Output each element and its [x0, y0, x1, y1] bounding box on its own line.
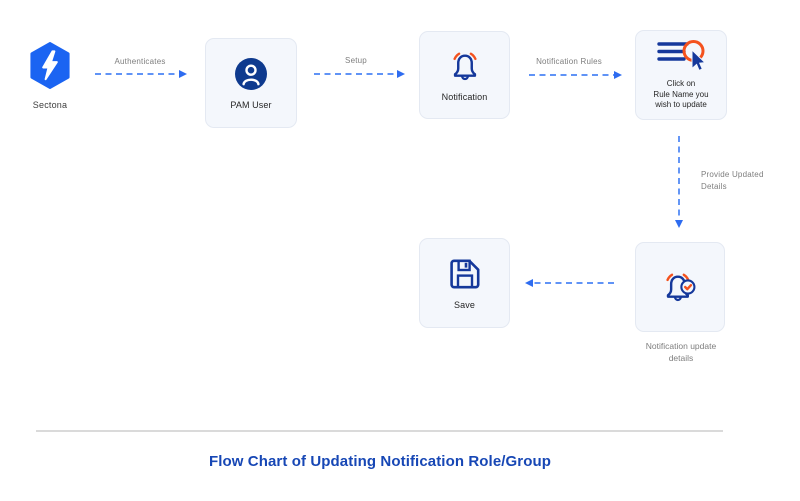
page-title: Flow Chart of Updating Notification Role… [208, 453, 552, 470]
setup-arrow [314, 70, 405, 78]
sectona-logo: Sectona [27, 42, 73, 110]
authenticates-arrow [95, 70, 187, 78]
rule-list-click-icon [657, 39, 706, 71]
provide-updated-arrow [675, 136, 683, 228]
node-pam-user: PAM User [205, 38, 297, 128]
notification-bell-icon [452, 52, 477, 80]
node-save-label: Save [454, 299, 475, 310]
notification-rules-arrow [529, 71, 622, 79]
node-notification: Notification [419, 31, 510, 119]
notification-update-bell-icon [666, 273, 696, 302]
sectona-hexagon-icon [30, 42, 70, 89]
node-notification-update-label: Notification update details [645, 341, 717, 364]
notification-rules-arrow-label: Notification Rules [536, 57, 602, 66]
node-click-rule-label: Click on Rule Name you wish to update [653, 78, 709, 110]
setup-arrow-label: Setup [345, 56, 367, 65]
node-notification-update [635, 242, 725, 332]
provide-updated-arrow-label: Provide Updated Details [701, 170, 764, 191]
save-arrow [525, 279, 614, 287]
lightning-bolt-icon [42, 50, 58, 81]
node-click-rule: Click on Rule Name you wish to update [635, 30, 727, 120]
cursor-icon [691, 48, 706, 71]
save-floppy-icon [449, 259, 479, 288]
logo-label: Sectona [32, 100, 68, 110]
footer-divider [36, 430, 723, 432]
authenticates-arrow-label: Authenticates [114, 57, 166, 66]
node-notification-label: Notification [441, 91, 488, 102]
node-save: Save [419, 238, 510, 328]
user-icon [235, 57, 267, 90]
node-pam-user-label: PAM User [230, 99, 272, 110]
